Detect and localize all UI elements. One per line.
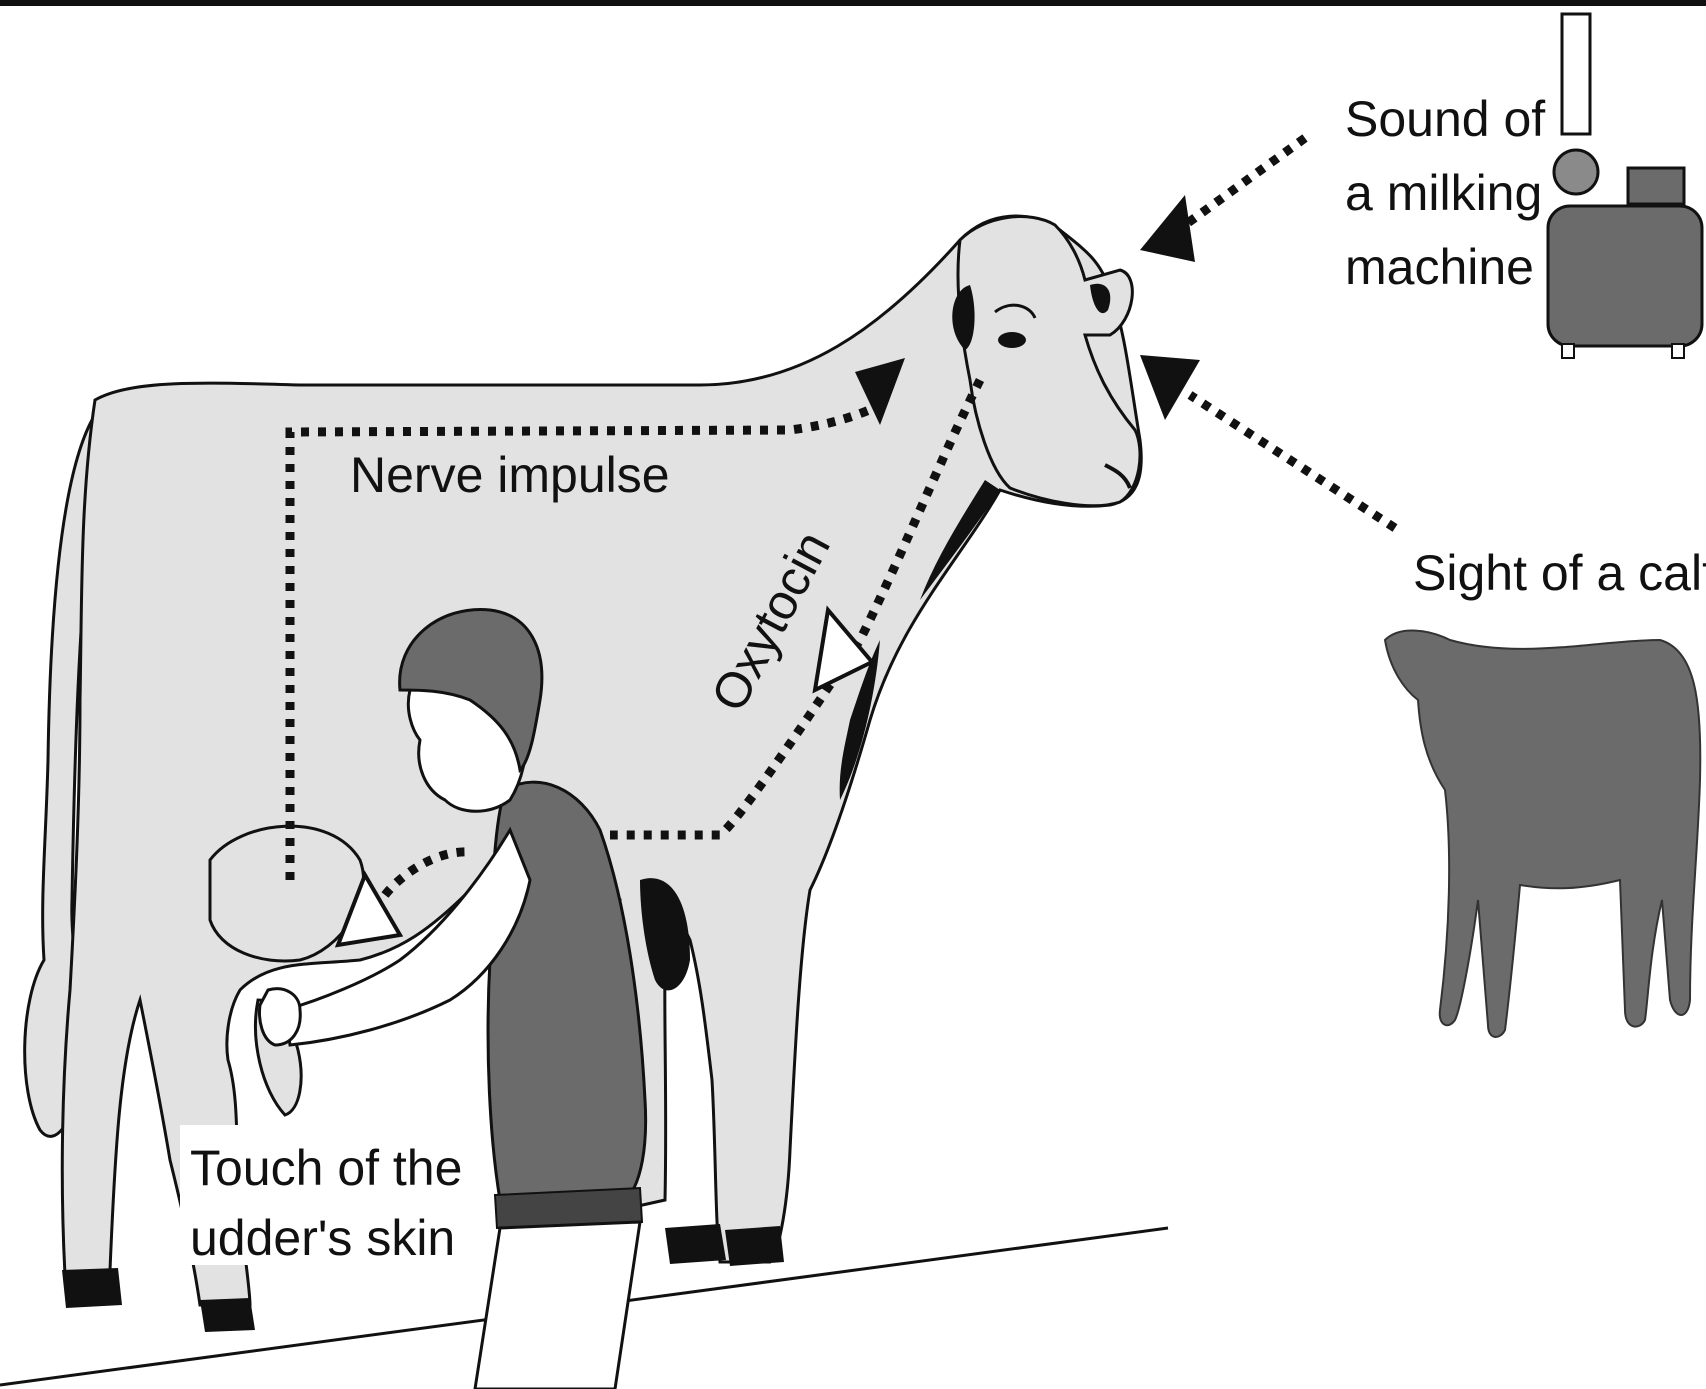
cow-hoof bbox=[665, 1224, 726, 1264]
top-border bbox=[0, 0, 1706, 6]
sound-path bbox=[1185, 138, 1305, 225]
label-touch-line1: Touch of the bbox=[190, 1140, 462, 1196]
milker-hand bbox=[260, 989, 301, 1045]
machine-tank bbox=[1548, 206, 1702, 346]
cow-hoof bbox=[200, 1298, 255, 1332]
label-sound-line2: a milking bbox=[1345, 165, 1542, 221]
milker-legs bbox=[475, 1222, 640, 1389]
sight-path bbox=[1190, 395, 1395, 528]
machine-tube bbox=[1562, 14, 1590, 134]
label-sound-line3: machine bbox=[1345, 239, 1534, 295]
label-sound-line1: Sound of bbox=[1345, 91, 1545, 147]
milking-machine bbox=[1548, 14, 1702, 358]
sound-arrowhead bbox=[1140, 195, 1195, 262]
machine-foot bbox=[1672, 344, 1684, 358]
label-nerve-impulse: Nerve impulse bbox=[350, 447, 670, 503]
cow-hoof bbox=[62, 1268, 122, 1308]
cow-hoof bbox=[725, 1226, 784, 1266]
machine-pulley bbox=[1554, 150, 1598, 194]
machine-foot bbox=[1562, 344, 1574, 358]
label-sight: Sight of a calf bbox=[1413, 545, 1706, 601]
sight-arrowhead bbox=[1140, 355, 1200, 420]
label-touch-line2: udder's skin bbox=[190, 1210, 455, 1266]
machine-box bbox=[1628, 168, 1684, 204]
calf-silhouette bbox=[1385, 631, 1700, 1037]
cow-eye bbox=[998, 332, 1026, 348]
